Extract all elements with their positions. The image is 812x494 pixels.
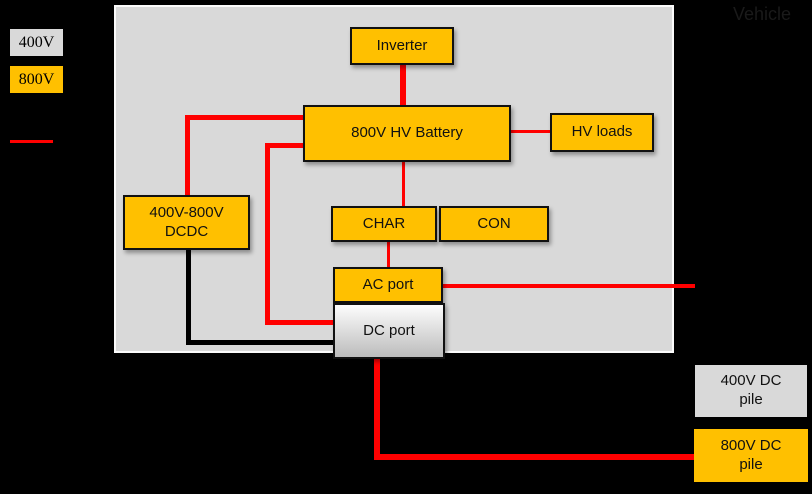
node-800v-dc-pile-label-line1: 800V DC — [720, 436, 782, 454]
vehicle-title: Vehicle — [732, 4, 791, 24]
wire-dcport-pile800-vertical — [374, 357, 380, 460]
node-ac-port-label: AC port — [362, 275, 414, 293]
node-400v-dc-pile-label-line1: 400V DC — [720, 372, 782, 390]
node-hv-battery-label: 800V HV Battery — [351, 124, 463, 142]
node-inverter: Inverter — [350, 27, 454, 65]
wire-inverter-battery — [400, 65, 406, 107]
wire-battery-dcport-seg2 — [265, 143, 270, 325]
node-char-label: CHAR — [362, 214, 406, 232]
node-hv-loads: HV loads — [550, 113, 654, 152]
node-hv-battery: 800V HV Battery — [303, 105, 511, 162]
wire-char-acport — [387, 242, 390, 268]
node-dcdc-label-line1: 400V-800V — [149, 203, 224, 221]
wire-battery-dcport-seg1 — [265, 143, 305, 148]
legend-label-800v: 800V — [18, 70, 55, 88]
wire-dcdc-battery-vertical — [185, 115, 190, 196]
wire-dcdc-battery-horizontal — [185, 115, 305, 120]
wire-battery-char — [402, 162, 405, 207]
legend-item-800v: 800V — [8, 64, 65, 95]
node-con-label: CON — [477, 214, 511, 232]
node-dcdc-converter: 400V-800V DCDC — [123, 195, 250, 250]
node-ac-port: AC port — [333, 267, 443, 303]
node-800v-dc-pile: 800V DC pile — [694, 429, 808, 482]
node-dcdc-label-line2: DCDC — [164, 222, 209, 240]
node-800v-dc-pile-label-line2: pile — [739, 455, 763, 473]
node-inverter-label: Inverter — [376, 36, 428, 54]
node-con: CON — [439, 206, 549, 242]
node-char: CHAR — [331, 206, 437, 242]
node-hv-loads-label: HV loads — [571, 123, 633, 141]
legend-red-wire-sample — [10, 140, 53, 143]
node-dc-port-label: DC port — [363, 321, 415, 339]
node-400v-dc-pile: 400V DC pile — [695, 365, 807, 417]
wire-acport-external — [443, 284, 695, 288]
wire-dcdc-dcport-vertical — [186, 248, 191, 345]
wire-dcdc-dcport-horizontal — [186, 340, 335, 345]
legend-item-400v: 400V — [8, 27, 65, 58]
wire-dcport-pile800-horizontal — [374, 454, 694, 460]
node-dc-port: DC port — [333, 303, 445, 359]
wire-battery-hvloads — [510, 130, 550, 133]
legend-label-400v: 400V — [18, 33, 55, 51]
node-400v-dc-pile-label-line2: pile — [739, 391, 763, 408]
wire-battery-dcport-seg3 — [265, 320, 335, 325]
